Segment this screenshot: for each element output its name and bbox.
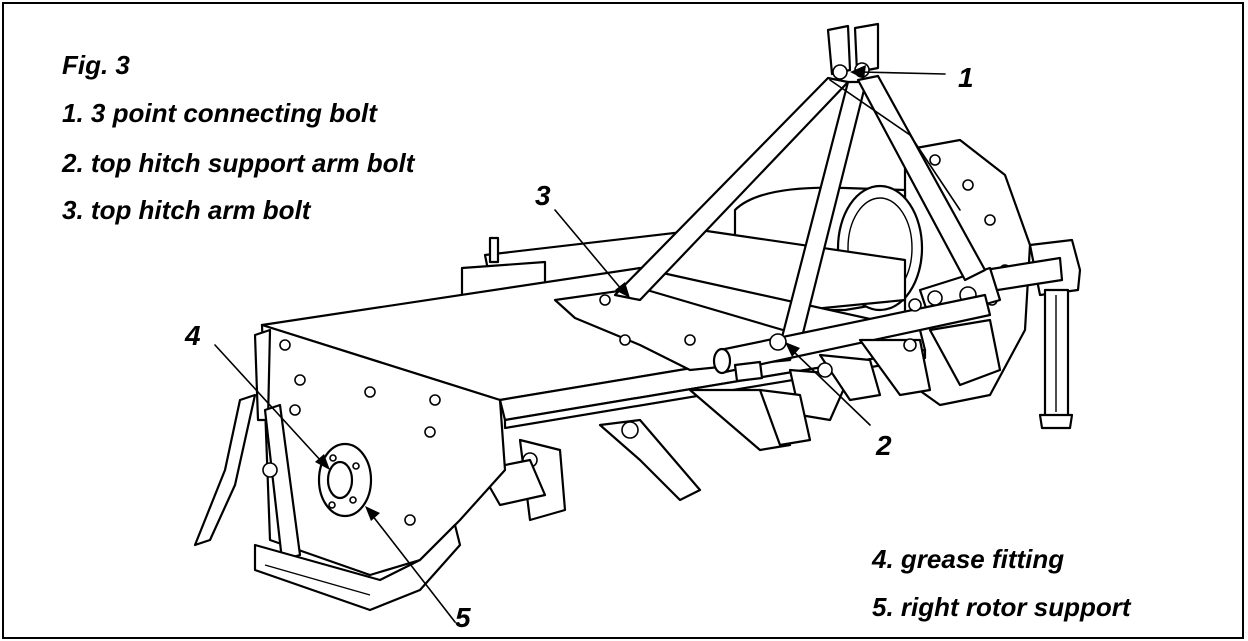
legend-item-3: 3. top hitch arm bolt — [62, 195, 311, 225]
figure-title: Fig. 3 — [62, 50, 130, 80]
callout-5: 5 — [455, 602, 471, 633]
callout-3: 3 — [535, 180, 551, 211]
left-side-plate — [193, 323, 507, 612]
legend-item-4: 4. grease fitting — [872, 544, 1065, 574]
legend-item-5: 5. right rotor support — [872, 592, 1131, 622]
legend-item-2: 2. top hitch support arm bolt — [62, 148, 415, 178]
callout-4: 4 — [185, 320, 201, 351]
tines — [478, 318, 1002, 522]
parking-stand — [1038, 288, 1074, 430]
callout-leaders — [214, 65, 946, 623]
callout-1: 1 — [958, 62, 974, 93]
legend-item-1: 1. 3 point connecting bolt — [62, 98, 377, 128]
callout-2: 2 — [876, 430, 892, 461]
front-shaft — [712, 290, 992, 383]
a-frame-hitch — [613, 22, 987, 347]
